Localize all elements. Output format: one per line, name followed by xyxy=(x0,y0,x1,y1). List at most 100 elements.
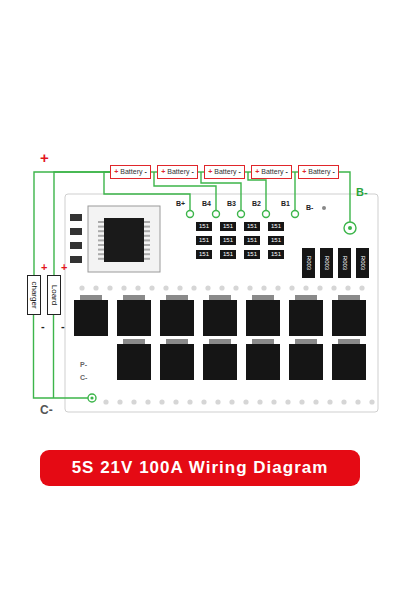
load-box: Loard xyxy=(47,275,61,315)
smd-resistor xyxy=(244,236,260,245)
solder-pad xyxy=(292,211,299,218)
node-text: Battery xyxy=(261,166,283,178)
ic-leg xyxy=(98,230,104,232)
solder-pad xyxy=(344,222,356,234)
mosfet xyxy=(117,300,151,336)
mosfet xyxy=(74,300,108,336)
polarity-sign: - xyxy=(61,320,65,332)
pin-dot xyxy=(131,399,136,404)
smd-resistor xyxy=(220,222,236,231)
title-banner: 5S 21V 100A Wiring Diagram xyxy=(40,450,360,486)
shunt-resistor xyxy=(356,248,369,278)
pin-dot xyxy=(163,285,168,290)
battery-box: +Battery- xyxy=(298,165,339,179)
resistor-code: R003 xyxy=(359,256,367,270)
pin-dot xyxy=(107,285,112,290)
node-text: Battery xyxy=(308,166,330,178)
resistor-code: R003 xyxy=(305,256,313,270)
resistor-code: 151 xyxy=(196,222,212,231)
pin-dot xyxy=(327,399,332,404)
ic-leg xyxy=(144,221,150,223)
pin-dot xyxy=(93,285,98,290)
solder-pad xyxy=(187,211,194,218)
ic-leg xyxy=(144,249,150,251)
ic-leg xyxy=(98,235,104,237)
resistor-code: R003 xyxy=(323,256,331,270)
polarity-sign: - xyxy=(41,320,45,332)
ic-module xyxy=(88,206,160,272)
node-text: + xyxy=(114,166,118,178)
pin-dot xyxy=(313,399,318,404)
pin-dot xyxy=(257,399,262,404)
terminal-label: B2 xyxy=(252,199,261,208)
mosfet xyxy=(289,300,323,336)
sense-wire xyxy=(294,172,295,210)
mosfet xyxy=(289,344,323,380)
ic-leg xyxy=(98,253,104,255)
pin-dot xyxy=(355,399,360,404)
mosfet xyxy=(160,344,194,380)
pin-dot xyxy=(121,285,126,290)
node-text: Battery xyxy=(214,166,236,178)
terminal-label: B+ xyxy=(176,199,185,208)
ic-leg xyxy=(144,253,150,255)
shunt-resistor xyxy=(320,248,333,278)
terminal-label: C- xyxy=(40,404,53,417)
smd-resistor xyxy=(220,236,236,245)
solder-pad xyxy=(238,211,245,218)
ic-leg xyxy=(144,244,150,246)
ic-leg xyxy=(144,235,150,237)
pin-dot xyxy=(261,285,266,290)
mosfet xyxy=(160,300,194,336)
smd-resistor xyxy=(196,250,212,259)
terminal-label: B4 xyxy=(202,199,211,208)
smd-resistor xyxy=(244,222,260,231)
terminal-label: B1 xyxy=(281,199,290,208)
pin-dot xyxy=(285,399,290,404)
solder-pad xyxy=(263,211,270,218)
pad-center xyxy=(348,226,352,230)
mosfet xyxy=(332,300,366,336)
pin-dot xyxy=(201,399,206,404)
ic-leg xyxy=(98,249,104,251)
pad-center xyxy=(90,396,93,399)
terminal-label: B3 xyxy=(227,199,236,208)
resistor-code: 151 xyxy=(244,222,260,231)
small-part xyxy=(70,242,82,249)
pad-dot xyxy=(322,206,326,210)
solder-pad xyxy=(88,394,96,402)
small-part xyxy=(70,214,82,221)
small-part xyxy=(70,228,82,235)
pin-dot xyxy=(135,285,140,290)
ic-chip xyxy=(104,218,144,262)
pin-dot xyxy=(159,399,164,404)
resistor-code: 151 xyxy=(196,236,212,245)
pin-dot xyxy=(229,399,234,404)
pin-dot xyxy=(299,399,304,404)
pin-dot xyxy=(317,285,322,290)
pin-dot xyxy=(177,285,182,290)
battery-box: +Battery- xyxy=(204,165,245,179)
smd-resistor xyxy=(268,222,284,231)
battery-box: +Battery- xyxy=(157,165,198,179)
circuit-board xyxy=(65,194,378,412)
pin-dot xyxy=(173,399,178,404)
node-text: + xyxy=(255,166,259,178)
node-text: + xyxy=(208,166,212,178)
resistor-code: 151 xyxy=(220,250,236,259)
pin-dot xyxy=(233,285,238,290)
resistor-code: 151 xyxy=(220,222,236,231)
resistor-code: 151 xyxy=(196,250,212,259)
pin-dot xyxy=(243,399,248,404)
pin-dot xyxy=(219,285,224,290)
node-text: Battery xyxy=(167,166,189,178)
smd-resistor xyxy=(196,222,212,231)
smd-resistor xyxy=(244,250,260,259)
mosfet xyxy=(332,344,366,380)
pin-dot xyxy=(191,285,196,290)
solder-pad xyxy=(213,211,220,218)
node-text: - xyxy=(238,166,240,178)
node-text: charger xyxy=(29,281,39,308)
polarity-sign: + xyxy=(40,150,49,166)
battery-box: +Battery- xyxy=(110,165,151,179)
